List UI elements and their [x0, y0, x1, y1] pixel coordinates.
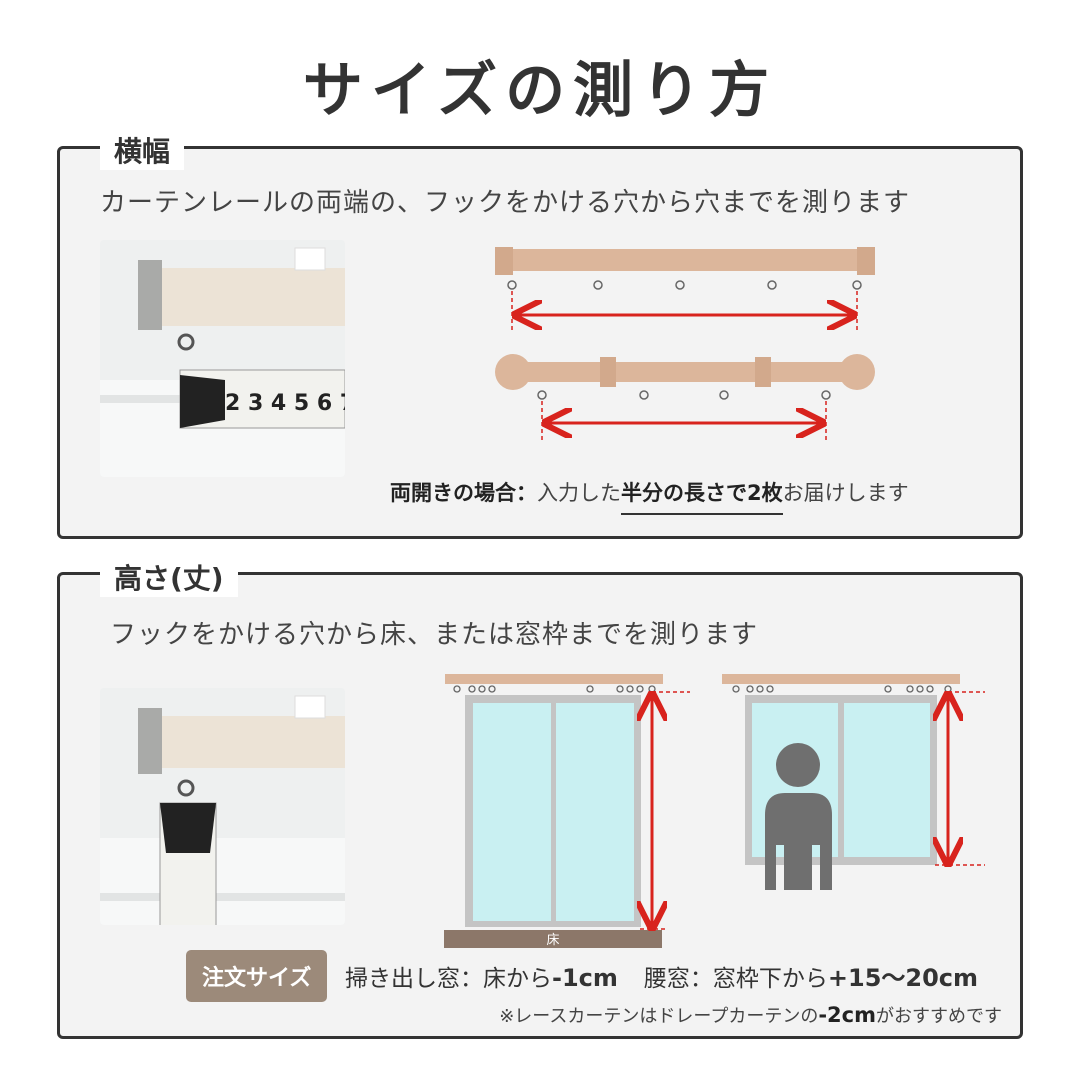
person-icon: [765, 743, 832, 890]
note-label: 両開きの場合：: [390, 481, 537, 505]
width-rail-diagram: [495, 247, 875, 440]
order-size-badge: 注文サイズ: [186, 950, 328, 1002]
waist-window-text: 腰窓：窓枠下から: [643, 966, 828, 992]
rail-decorative: [528, 362, 844, 382]
sliding-window-value: -1cm: [552, 964, 618, 992]
double-opening-note: 両開きの場合：入力した半分の長さで2枚お届けします: [390, 477, 909, 515]
footnote-text-2: がおすすめです: [876, 1006, 1002, 1027]
footnote-value: -2cm: [818, 1003, 876, 1027]
width-description: カーテンレールの両端の、フックをかける穴から穴までを測ります: [100, 188, 911, 218]
height-diagram: 床: [444, 674, 985, 948]
footnote-text-1: ※レースカーテンはドレープカーテンの: [499, 1006, 819, 1027]
width-photo: 2 3 4 5 6 7: [100, 240, 345, 477]
height-description: フックをかける穴から床、または窓枠までを測ります: [110, 620, 759, 650]
lace-footnote: ※レースカーテンはドレープカーテンの-2cmがおすすめです: [499, 1002, 1002, 1028]
note-emphasis: 半分の長さで2枚: [621, 481, 783, 515]
rail-1: [445, 674, 663, 684]
floor-label: 床: [546, 933, 559, 948]
rail-2: [722, 674, 960, 684]
height-photo: [100, 688, 345, 925]
note-text-1: 入力した: [537, 481, 621, 505]
tape-numbers: 2 3 4 5 6 7: [225, 391, 345, 416]
waist-window-value: +15〜20cm: [827, 964, 979, 992]
width-heading: 横幅: [100, 130, 185, 170]
sliding-window-text: 掃き出し窓：床から: [345, 966, 552, 992]
height-heading: 高さ(丈): [100, 557, 238, 597]
note-text-2: お届けします: [782, 481, 909, 505]
order-size-text: 掃き出し窓：床から-1cm 腰窓：窓枠下から+15〜20cm: [345, 958, 978, 993]
floor: [444, 930, 662, 948]
rail-straight: [498, 249, 873, 271]
page-title: サイズの測り方: [302, 56, 778, 126]
